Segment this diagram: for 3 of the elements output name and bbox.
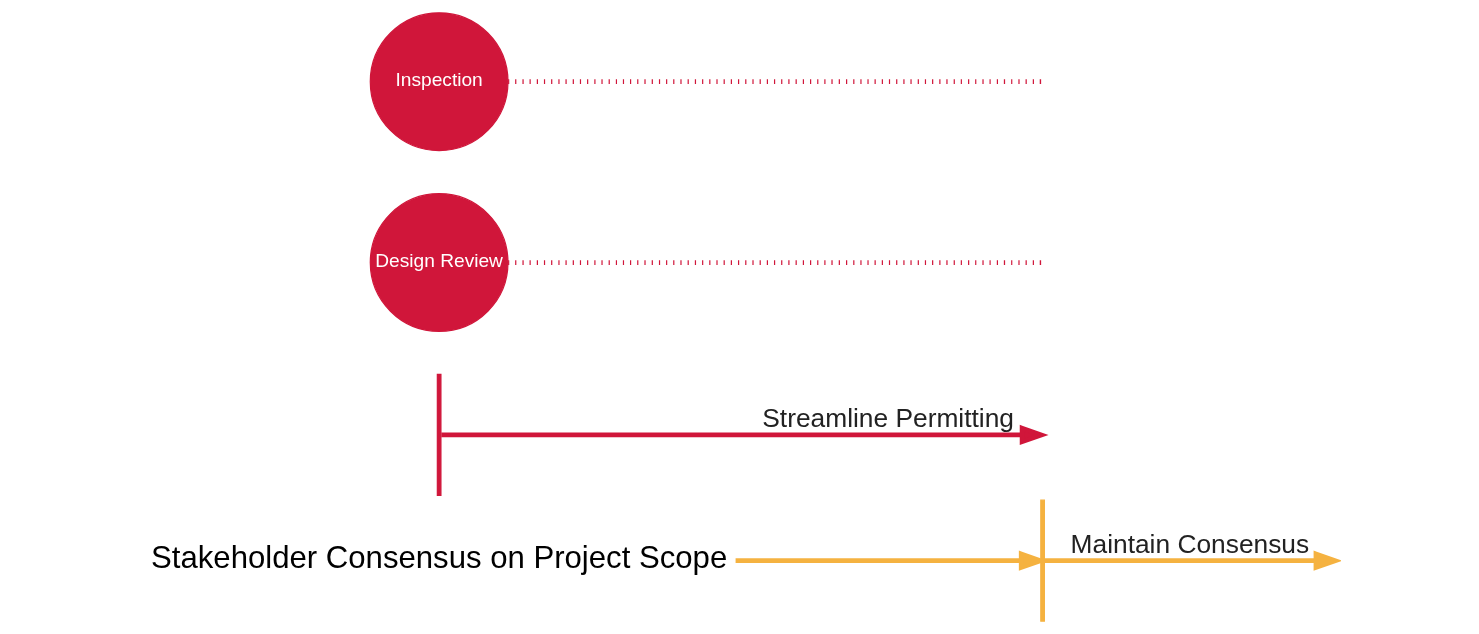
edge-label: Streamline Permitting bbox=[762, 403, 1014, 434]
edge-label: Maintain Consensus bbox=[1070, 529, 1310, 559]
node-text: Stakeholder Consensus on Project Scope bbox=[151, 540, 728, 576]
